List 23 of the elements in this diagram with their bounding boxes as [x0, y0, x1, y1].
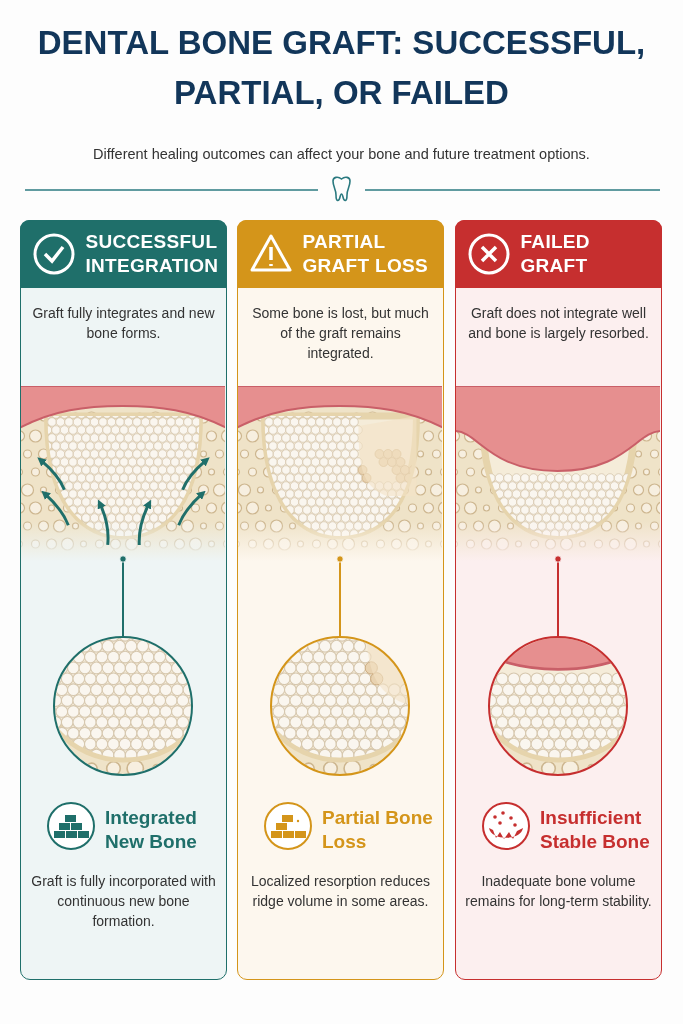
leader-line	[119, 555, 127, 637]
outcome-heading: FAILED GRAFT	[520, 229, 591, 278]
bone-cross-section-picture	[238, 386, 442, 561]
outcome-card	[20, 220, 227, 980]
outcome-heading: SUCCESSFUL INTEGRATION	[85, 229, 220, 278]
outcome-card	[455, 220, 662, 980]
leader-line	[336, 555, 344, 637]
result-heading: Insufficient Stable Bone	[540, 806, 651, 854]
result-description: Inadequate bone volume remains for long-term stability.	[464, 872, 653, 911]
result-heading: Partial Bone Loss	[322, 806, 434, 854]
outcome-description: Some bone is lost, but much of the graft remains integrated.	[251, 304, 430, 363]
result-description: Localized resorption reduces ridge volume in some areas.	[250, 872, 431, 911]
bone-cross-section-picture	[456, 386, 660, 561]
outcome-heading: PARTIAL GRAFT LOSS	[302, 229, 429, 278]
result-heading: Integrated New Bone	[105, 806, 198, 854]
result-description: Graft is fully incorporated with continuous new bone formation.	[30, 872, 217, 931]
leader-line	[554, 555, 562, 637]
outcome-description: Graft does not integrate well and bone is largely resorbed.	[467, 304, 650, 343]
subtitle: Different healing outcomes can affect your bone and future treatment options.	[92, 146, 591, 162]
outcome-description: Graft fully integrates and new bone forms.	[31, 304, 216, 343]
outcome-card	[237, 220, 444, 980]
bone-cross-section-picture	[21, 386, 225, 561]
title: DENTAL BONE GRAFT: SUCCESSFUL, PARTIAL, OR FAILED	[36, 23, 647, 113]
